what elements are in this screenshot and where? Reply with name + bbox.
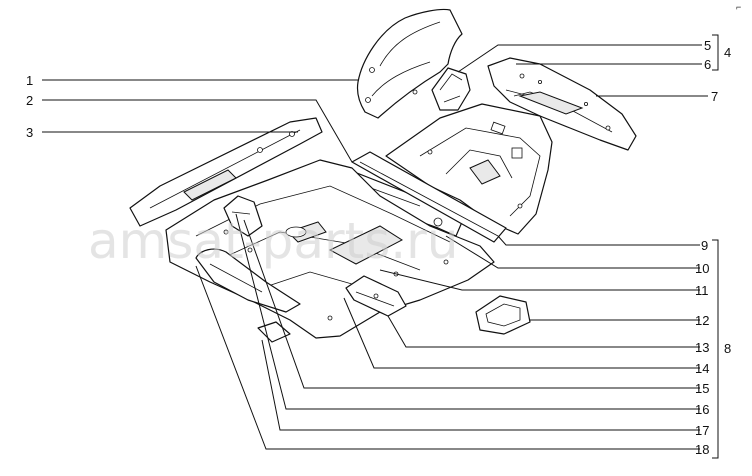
callout-9: 9 bbox=[701, 238, 708, 253]
callout-5: 5 bbox=[704, 38, 711, 53]
callout-16: 16 bbox=[695, 402, 709, 417]
leader-lines bbox=[42, 34, 719, 459]
callout-2: 2 bbox=[26, 93, 33, 108]
corner-mark: ⌐ bbox=[736, 2, 741, 12]
part-tunnel-reinforcement[interactable] bbox=[129, 117, 323, 227]
callout-3: 3 bbox=[26, 125, 33, 140]
callout-14: 14 bbox=[695, 361, 709, 376]
part-small-plate[interactable] bbox=[257, 321, 291, 343]
part-rear-floor[interactable] bbox=[385, 103, 553, 235]
callout-6: 6 bbox=[704, 57, 711, 72]
part-small-bracket[interactable] bbox=[431, 67, 471, 111]
watermark-text: amsat-parts.ru bbox=[88, 212, 458, 270]
part-sill-rail[interactable] bbox=[351, 151, 507, 243]
part-seat-bracket[interactable] bbox=[223, 195, 263, 237]
part-left-floor-panel[interactable] bbox=[195, 248, 301, 313]
callout-15: 15 bbox=[695, 381, 709, 396]
callout-8: 8 bbox=[724, 341, 731, 356]
callout-11: 11 bbox=[695, 283, 709, 298]
callout-18: 18 bbox=[695, 442, 709, 457]
part-center-bracket[interactable] bbox=[345, 275, 407, 317]
callout-10: 10 bbox=[695, 261, 709, 276]
callout-12: 12 bbox=[695, 313, 709, 328]
callout-7: 7 bbox=[711, 89, 718, 104]
part-wheel-arch[interactable] bbox=[356, 8, 463, 119]
part-tray[interactable] bbox=[475, 295, 531, 335]
callout-13: 13 bbox=[695, 340, 709, 355]
part-rear-panel[interactable] bbox=[487, 57, 637, 151]
callout-4: 4 bbox=[724, 45, 731, 60]
callout-17: 17 bbox=[695, 423, 709, 438]
callout-1: 1 bbox=[26, 73, 33, 88]
